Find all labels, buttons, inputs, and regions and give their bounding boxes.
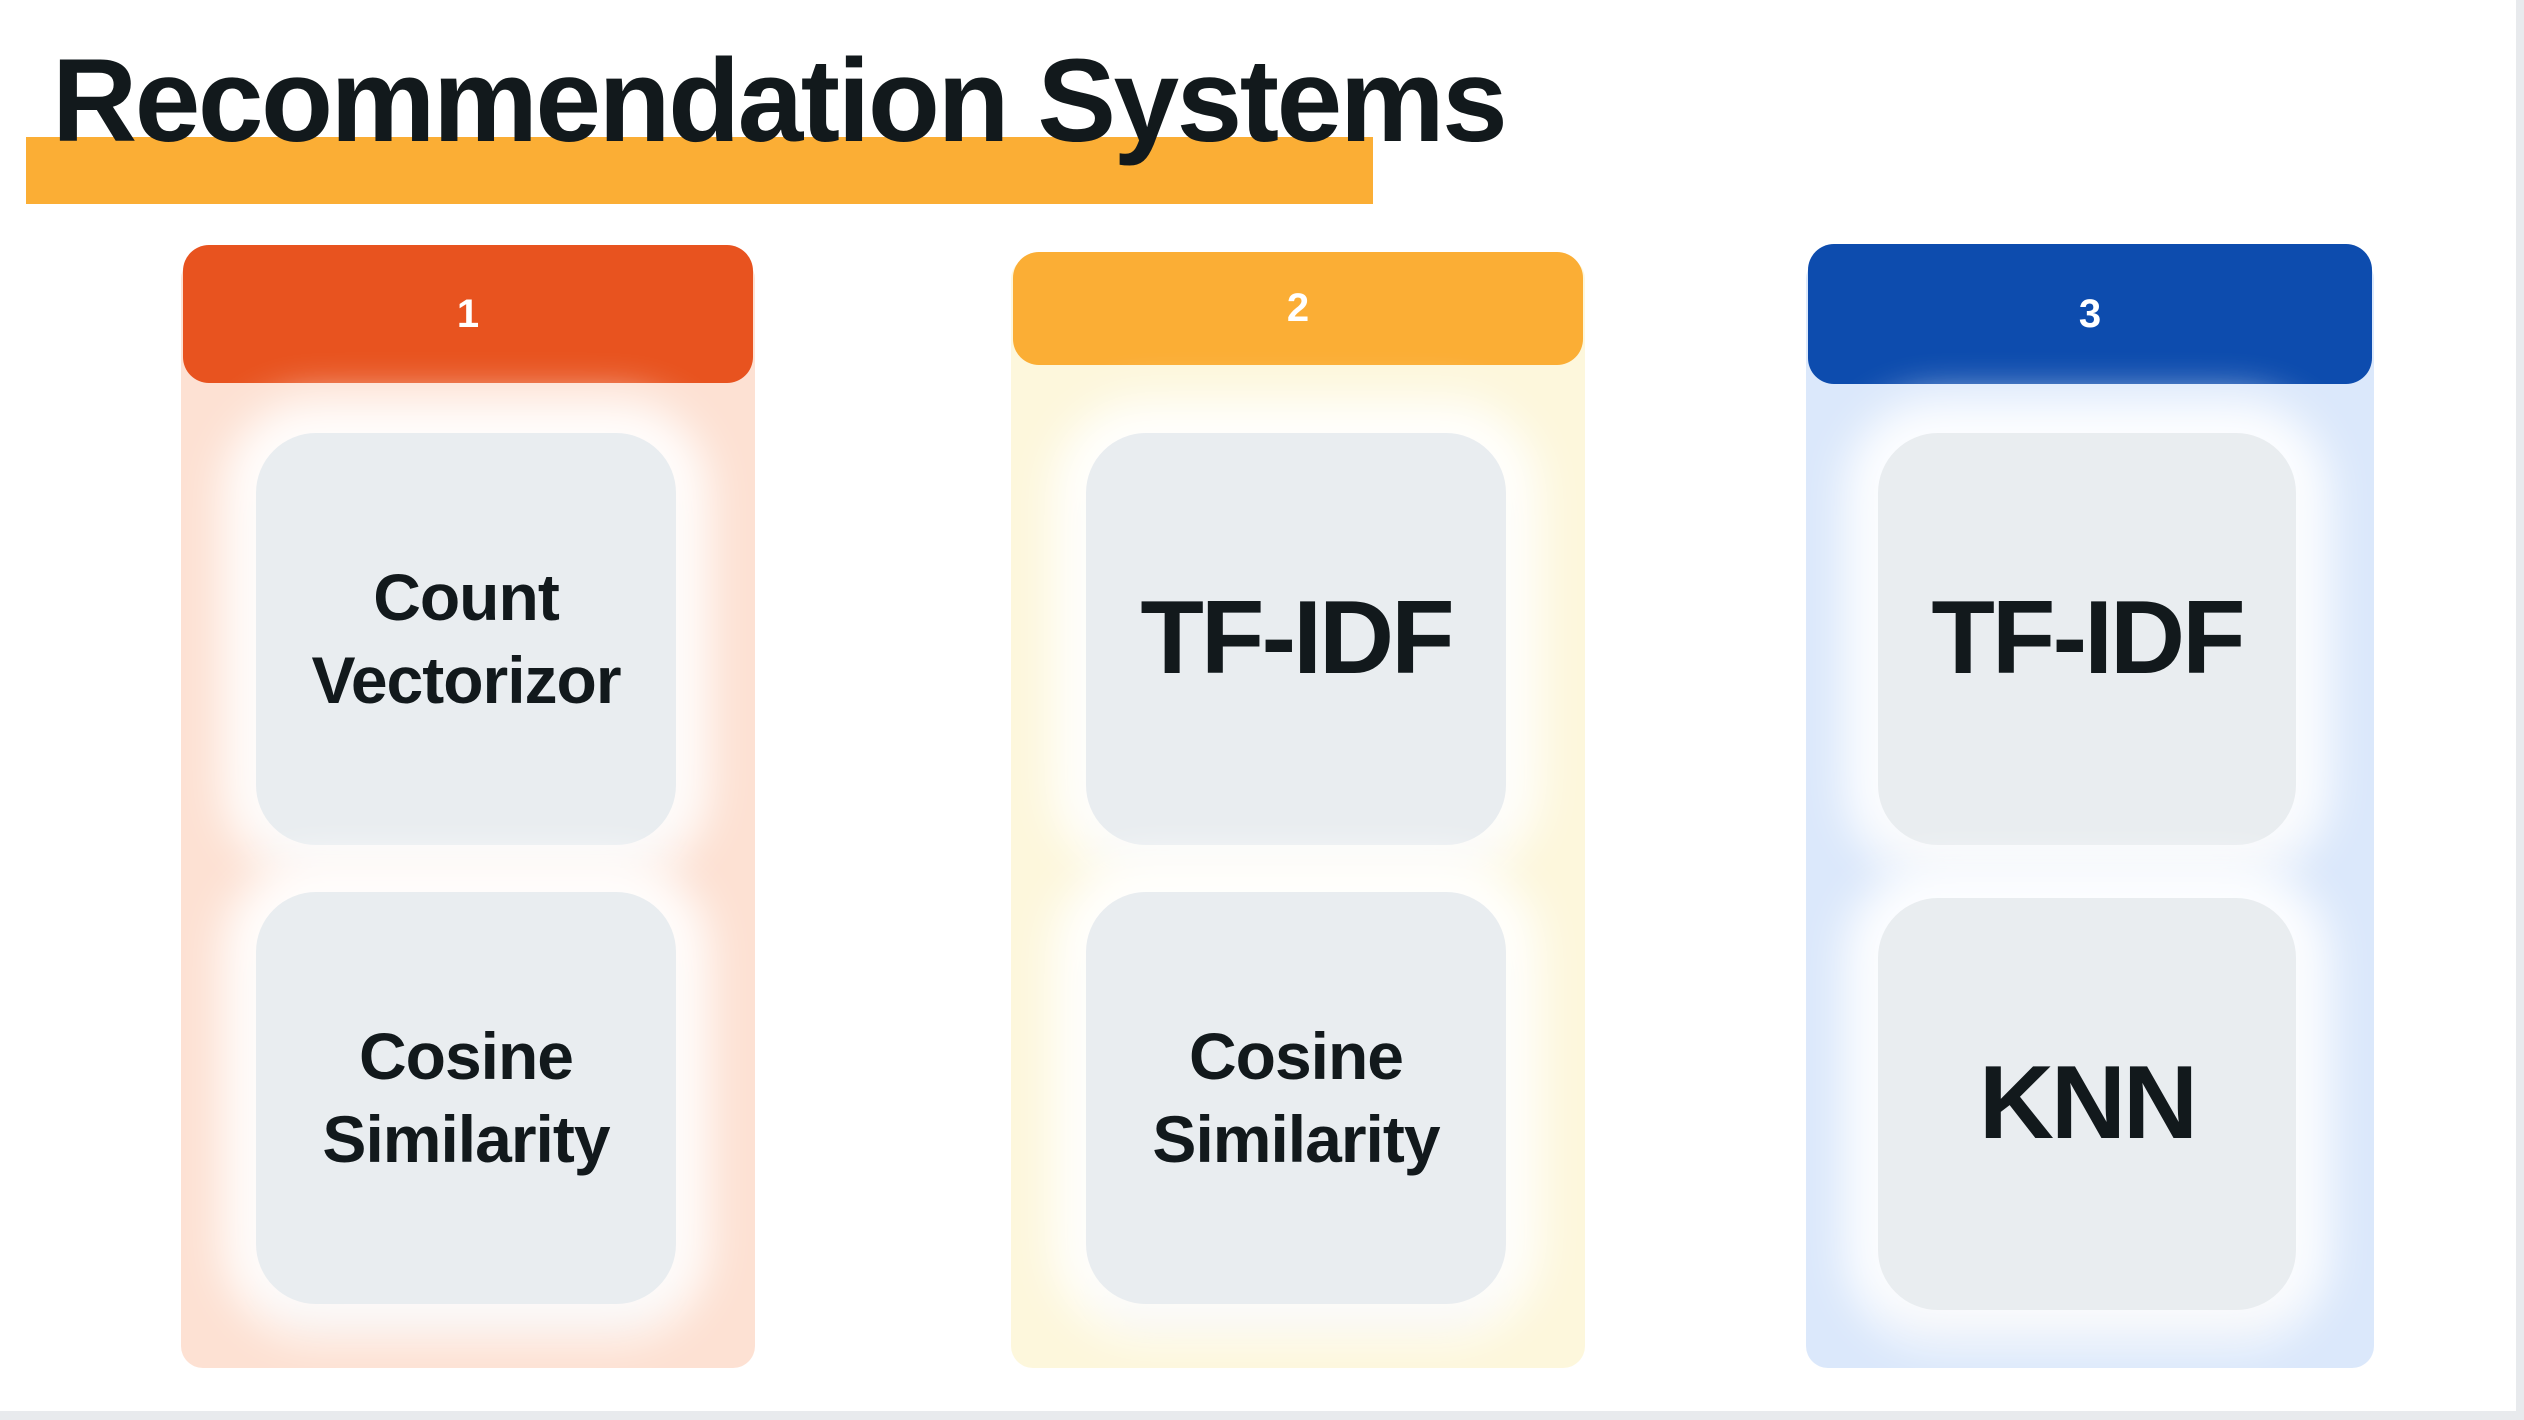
card-label: TF-IDF [1931,580,2245,697]
column-1-header[interactable]: 1 [183,245,753,383]
card-label: Cosine Similarity [1152,1018,1440,1176]
card-cosine-similarity-col2[interactable]: Cosine Similarity [1086,892,1506,1304]
column-1-number: 1 [456,291,480,336]
column-3-header[interactable]: 3 [1808,244,2372,384]
card-count-vectorizor[interactable]: Count Vectorizor [256,433,676,845]
card-tf-idf-col3[interactable]: TF-IDF [1878,433,2296,845]
card-label: KNN [1978,1045,2198,1162]
card-label: Cosine Similarity [322,1018,610,1176]
card-label: TF-IDF [1140,580,1454,697]
card-cosine-similarity-col1[interactable]: Cosine Similarity [256,892,676,1304]
title-highlight-bar [26,137,1373,204]
card-knn[interactable]: KNN [1878,898,2296,1310]
title-block: Recommendation Systems [0,0,1700,230]
column-2-number: 2 [1286,286,1310,330]
card-tf-idf-col2[interactable]: TF-IDF [1086,433,1506,845]
page-title: Recommendation Systems [52,35,1508,167]
column-3-number: 3 [2078,291,2102,336]
card-label: Count Vectorizor [311,559,621,717]
column-2-header[interactable]: 2 [1013,252,1583,365]
